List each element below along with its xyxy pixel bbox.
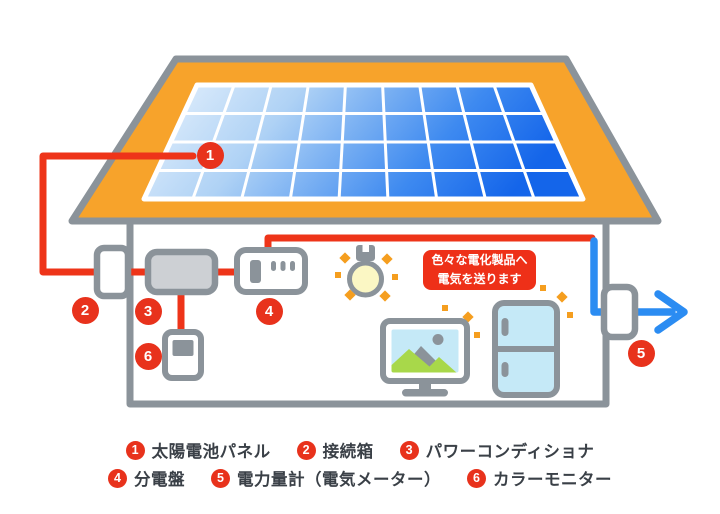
legend-label-4: 分電盤 bbox=[134, 471, 185, 489]
marker-1: 1 bbox=[196, 141, 224, 169]
distribution-board-icon bbox=[234, 247, 308, 295]
fridge-handle-bottom bbox=[501, 362, 509, 377]
marker-4-number: 4 bbox=[264, 302, 274, 320]
picture-mountain-big bbox=[391, 349, 437, 373]
wire-panel-to-junction-box bbox=[39, 152, 197, 276]
breaker-dot bbox=[290, 261, 295, 271]
legend-item-junction-box: 2 接続箱 bbox=[296, 438, 374, 462]
legend: 1 太陽電池パネル 2 接続箱 3 パワーコンディショナ 4 分電盤 5 電力量… bbox=[0, 438, 720, 490]
legend-row-2: 4 分電盤 5 電力量計（電気メーター） 6 カラーモニター bbox=[108, 466, 612, 490]
marker-5: 5 bbox=[627, 339, 655, 367]
marker-3: 3 bbox=[134, 297, 162, 325]
marker-5-number: 5 bbox=[636, 344, 646, 362]
legend-label-2: 接続箱 bbox=[322, 443, 374, 461]
sparkle-icon bbox=[556, 291, 568, 303]
legend-label-1: 太陽電池パネル bbox=[151, 443, 271, 461]
legend-marker-3: 3 bbox=[399, 440, 419, 460]
legend-marker-5: 5 bbox=[211, 468, 230, 488]
legend-marker-6: 6 bbox=[467, 468, 486, 488]
legend-item-solar-panel: 1 太陽電池パネル bbox=[125, 438, 271, 462]
picture-mountain-small bbox=[423, 357, 457, 373]
power-conditioner-icon bbox=[144, 248, 219, 296]
bulb-cap bbox=[356, 245, 375, 261]
callout-line-2: 電気を送ります bbox=[437, 272, 522, 286]
legend-item-power-conditioner: 3 パワーコンディショナ bbox=[399, 438, 595, 462]
electricity-meter-icon bbox=[600, 283, 639, 341]
bulb-glass bbox=[347, 260, 384, 298]
distribution-board-body bbox=[234, 247, 308, 295]
tv-icon bbox=[380, 318, 470, 397]
sparkle-icon bbox=[379, 290, 391, 302]
breaker-dot bbox=[280, 261, 286, 271]
legend-item-color-monitor: 6 カラーモニター bbox=[467, 466, 612, 490]
monitor-screen bbox=[172, 340, 194, 356]
legend-item-distribution-board: 4 分電盤 bbox=[108, 466, 185, 490]
marker-6: 6 bbox=[134, 342, 162, 370]
marker-3-number: 3 bbox=[143, 302, 153, 320]
power-flow-blue-wire bbox=[590, 237, 676, 316]
legend-marker-4: 4 bbox=[108, 468, 127, 488]
sparkle-icon bbox=[474, 332, 480, 338]
tv-picture bbox=[391, 334, 457, 373]
legend-label-5: 電力量計（電気メーター） bbox=[237, 471, 441, 489]
light-bulb-icon bbox=[347, 245, 384, 298]
tv-base bbox=[402, 389, 448, 397]
marker-2: 2 bbox=[71, 296, 99, 324]
marker-2-number: 2 bbox=[80, 301, 90, 319]
bulb-cap-notch bbox=[362, 245, 369, 252]
legend-row-1: 1 太陽電池パネル 2 接続箱 3 パワーコンディショナ bbox=[125, 438, 595, 462]
callout-label: 色々な電化製品へ 電気を送ります bbox=[423, 250, 536, 290]
marker-1-number: 1 bbox=[205, 146, 215, 164]
sparkle-icon bbox=[442, 305, 448, 311]
legend-label-6: カラーモニター bbox=[493, 471, 612, 489]
legend-item-electricity-meter: 5 電力量計（電気メーター） bbox=[211, 466, 441, 490]
breaker-dot bbox=[271, 261, 276, 271]
picture-sun bbox=[432, 334, 444, 345]
refrigerator-icon bbox=[492, 300, 560, 398]
breaker-switch bbox=[250, 260, 261, 283]
junction-box-icon bbox=[93, 244, 132, 300]
power-out-arrow-icon bbox=[654, 290, 688, 334]
sparkle-icon bbox=[392, 274, 398, 280]
sparkle-icon bbox=[344, 289, 356, 301]
fridge-handle-top bbox=[501, 318, 509, 336]
sparkle-icon bbox=[339, 252, 351, 264]
sparkle-icon bbox=[540, 285, 546, 291]
marker-6-number: 6 bbox=[143, 347, 153, 365]
sparkle-icon bbox=[335, 272, 341, 278]
sparkle-icon bbox=[381, 253, 393, 265]
color-monitor-icon bbox=[162, 329, 204, 381]
callout-line-1: 色々な電化製品へ bbox=[431, 252, 528, 267]
marker-4: 4 bbox=[255, 297, 283, 325]
legend-label-3: パワーコンディショナ bbox=[425, 443, 595, 461]
sparkle-icon bbox=[567, 312, 573, 318]
legend-marker-2: 2 bbox=[296, 440, 316, 460]
legend-marker-1: 1 bbox=[125, 440, 145, 460]
